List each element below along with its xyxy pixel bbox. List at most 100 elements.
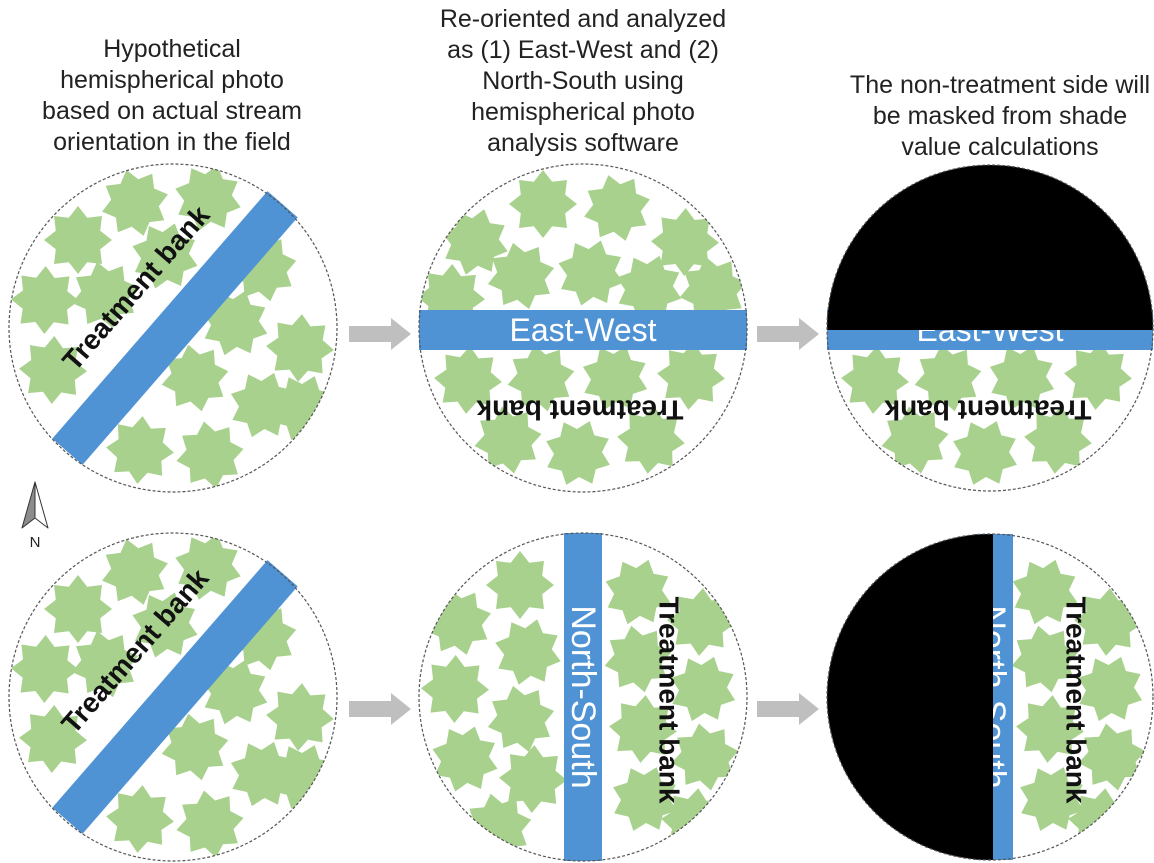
canopy-star bbox=[474, 406, 542, 474]
photo-outline bbox=[418, 532, 748, 862]
canopy-star bbox=[667, 588, 735, 656]
canopy-star bbox=[176, 421, 244, 489]
canopy-star bbox=[914, 344, 982, 412]
north-arrow-icon bbox=[34, 481, 49, 529]
caption-line: hemispherical photo bbox=[60, 66, 284, 94]
photo-outline bbox=[8, 163, 338, 493]
canopy-star bbox=[271, 376, 335, 440]
canopy-star bbox=[71, 630, 139, 698]
caption-reoriented: Re-oriented and analyzed as (1) East-Wes… bbox=[440, 5, 726, 157]
canopy-star bbox=[266, 683, 334, 751]
caption-line: analysis software bbox=[487, 129, 679, 157]
caption-line: Re-oriented and analyzed bbox=[440, 5, 726, 33]
canopy-star bbox=[102, 539, 168, 605]
canopy-star bbox=[1077, 656, 1143, 722]
canopy-star bbox=[617, 406, 685, 474]
stream-label: East-West bbox=[510, 312, 657, 348]
photo-reoriented-row1: East-West Treatment bank bbox=[418, 163, 748, 493]
right-arrow-icon bbox=[757, 693, 819, 725]
caption-line: orientation in the field bbox=[53, 128, 291, 156]
right-arrow-icon bbox=[349, 693, 411, 725]
canopy-star bbox=[106, 785, 174, 853]
canopy-star bbox=[605, 559, 671, 625]
canopy-star bbox=[19, 705, 87, 773]
canopy-star bbox=[44, 206, 112, 274]
photo-field-row2: Treatment bank bbox=[8, 532, 338, 862]
north-label: N bbox=[30, 534, 41, 551]
canopy-star bbox=[953, 421, 1017, 485]
right-arrow-icon bbox=[349, 318, 411, 350]
canopy-star bbox=[657, 342, 725, 410]
mask-region bbox=[827, 165, 1153, 330]
canopy-star bbox=[1016, 695, 1084, 763]
canopy-star bbox=[486, 551, 554, 619]
canopy-star bbox=[1064, 342, 1132, 410]
canopy-star bbox=[670, 656, 736, 722]
canopy-star bbox=[679, 256, 747, 324]
canopy-star bbox=[546, 421, 610, 485]
canopy-star bbox=[609, 695, 677, 763]
stream-band bbox=[564, 533, 602, 861]
canopy-star bbox=[175, 165, 241, 231]
caption-line: as (1) East-West and (2) bbox=[447, 36, 719, 64]
canopy-star bbox=[582, 345, 648, 411]
photo-outline bbox=[8, 532, 338, 862]
canopy-star bbox=[19, 336, 87, 404]
caption-field-photo: Hypothetical hemispherical photo based o… bbox=[42, 35, 302, 156]
photo-reoriented-row2: North-South Treatment bank bbox=[418, 532, 748, 862]
caption-line: based on actual stream bbox=[42, 97, 302, 125]
canopy-star bbox=[507, 344, 575, 412]
stream-label: North-South bbox=[564, 605, 602, 788]
caption-line: The non-treatment side will bbox=[850, 71, 1150, 99]
canopy-star bbox=[841, 346, 909, 414]
canopy-star bbox=[604, 625, 672, 693]
photo-masked-row2: North-South Treatment bank bbox=[826, 533, 1154, 861]
canopy-star bbox=[1012, 559, 1078, 625]
treatment-bank-label: Treatment bank bbox=[884, 395, 1091, 426]
canopy-star bbox=[442, 209, 508, 275]
canopy-star bbox=[102, 170, 168, 236]
caption-line: value calculations bbox=[901, 133, 1098, 161]
canopy-star bbox=[161, 713, 229, 781]
caption-line: North-South using bbox=[482, 67, 684, 95]
canopy-star bbox=[432, 726, 498, 792]
stream-band bbox=[419, 310, 747, 350]
canopy-star bbox=[1020, 767, 1084, 831]
canopy-star bbox=[881, 406, 949, 474]
canopy-star bbox=[651, 208, 719, 276]
canopy-star bbox=[266, 314, 334, 382]
canopy bbox=[419, 170, 747, 485]
treatment-bank-label: Treatment bank bbox=[654, 597, 685, 804]
canopy-star bbox=[495, 619, 561, 685]
canopy-star bbox=[464, 793, 532, 861]
caption-line: Hypothetical bbox=[103, 35, 241, 63]
canopy-star bbox=[1024, 406, 1092, 474]
stream-band bbox=[52, 560, 298, 834]
treatment-bank-label: Treatment bank bbox=[1061, 597, 1092, 804]
canopy-star bbox=[11, 266, 79, 334]
photo-outline bbox=[826, 533, 1154, 861]
canopy-star bbox=[584, 175, 650, 241]
canopy-star bbox=[71, 261, 139, 329]
right-arrow-icon bbox=[757, 318, 819, 350]
canopy-star bbox=[421, 655, 489, 723]
canopy-star bbox=[44, 575, 112, 643]
canopy-star bbox=[425, 589, 491, 655]
canopy-star bbox=[11, 635, 79, 703]
north-arrow-icon bbox=[21, 481, 36, 529]
canopy-star bbox=[434, 346, 502, 414]
canopy-star bbox=[487, 242, 555, 310]
caption-masked: The non-treatment side will be masked fr… bbox=[850, 71, 1150, 161]
canopy-star bbox=[175, 534, 241, 600]
canopy-star bbox=[106, 416, 174, 484]
photo-outline bbox=[418, 163, 748, 493]
canopy-star bbox=[132, 592, 198, 658]
canopy-star bbox=[176, 790, 244, 858]
canopy-star bbox=[271, 745, 335, 809]
mask-region bbox=[827, 534, 993, 860]
north-arrow: N bbox=[21, 481, 49, 551]
canopy bbox=[11, 534, 335, 858]
canopy-star bbox=[487, 685, 555, 753]
canopy-star bbox=[558, 240, 624, 306]
